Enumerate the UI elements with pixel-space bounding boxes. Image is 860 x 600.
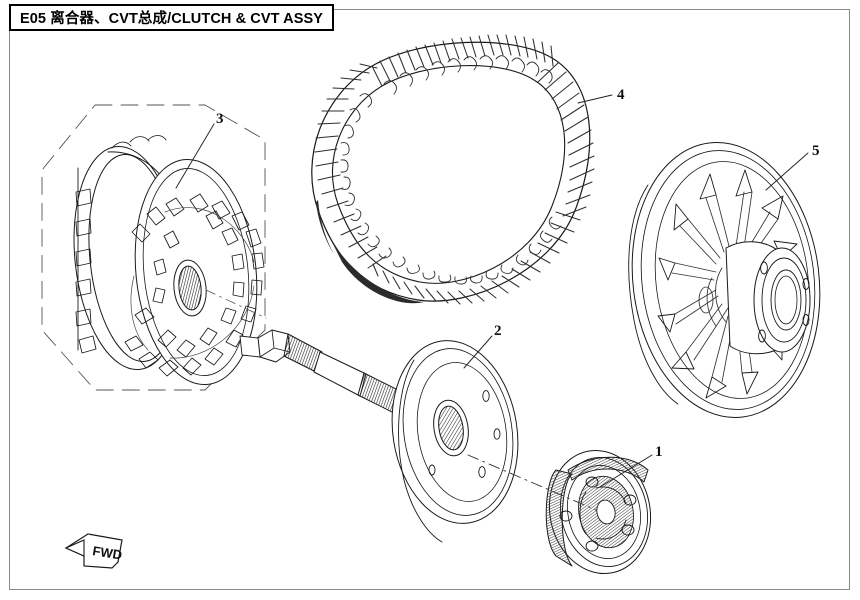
- part-2-clutch-housing: [239, 329, 519, 543]
- part-4-cvt-belt: [311, 34, 595, 305]
- diagram-title-box: E05 离合器、CVT总成/CLUTCH & CVT ASSY: [9, 4, 335, 31]
- belt-teeth-outer: [314, 34, 595, 305]
- callout-2: 2: [494, 323, 502, 339]
- leader-line-4: [577, 94, 613, 104]
- callout-4: 4: [617, 87, 625, 103]
- part-1-clutch-shoe-assembly: [545, 449, 652, 575]
- leader-line-3: [175, 123, 215, 189]
- fan-vanes: [124, 193, 265, 377]
- part-5-driven-clutch: [628, 142, 821, 418]
- callout-1: 1: [655, 444, 663, 460]
- part-3-bounding-box: [41, 104, 266, 391]
- leader-line-1: [599, 454, 653, 488]
- callout-3: 3: [216, 111, 224, 127]
- page-title: E05 离合器、CVT总成/CLUTCH & CVT ASSY: [20, 11, 324, 27]
- diagram-border: [9, 9, 850, 590]
- part-3-drive-clutch: [41, 104, 266, 391]
- needle-bearing: [438, 405, 464, 451]
- callout-5: 5: [812, 143, 820, 159]
- callout-leaders: [175, 94, 809, 488]
- belt-cogs-inner: [340, 55, 562, 285]
- leader-line-2: [463, 335, 493, 369]
- leader-line-5: [765, 152, 809, 191]
- fwd-arrow-icon: FWD: [64, 533, 124, 569]
- assembly-axis-line: [467, 454, 597, 511]
- fwd-label: FWD: [92, 543, 124, 562]
- splined-hub-3: [178, 265, 202, 311]
